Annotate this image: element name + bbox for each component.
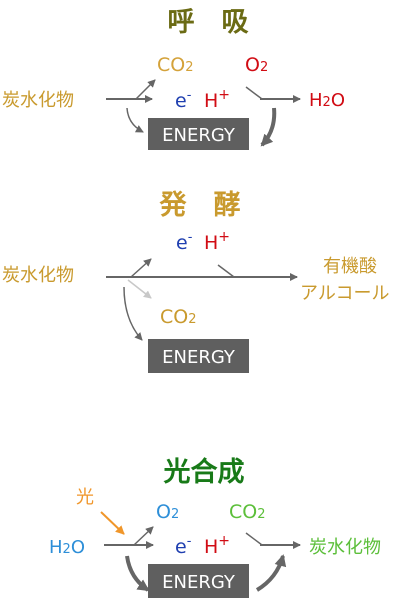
respiration-energy-label: ENERGY xyxy=(162,125,236,146)
photosynthesis-energy-arrow-right xyxy=(255,554,287,592)
respiration-energy-arrow-left xyxy=(126,107,144,133)
fermentation-energy-box xyxy=(148,339,249,373)
photosynthesis-energy-box xyxy=(148,564,249,598)
photosynthesis-energy-arrow-left xyxy=(125,555,150,592)
photosynthesis-title: 光合成 xyxy=(163,456,245,488)
fermentation-co2-label: CO2 xyxy=(160,306,197,328)
respiration-co2-label: CO2 xyxy=(157,54,194,76)
fermentation-energy-arrow xyxy=(123,286,143,341)
photosynthesis-co2-entry-line xyxy=(245,532,263,546)
respiration-o2-entry-line xyxy=(245,86,263,100)
fermentation-co2-arrow xyxy=(127,279,152,299)
fermentation-product-line2: アルコール xyxy=(300,283,389,304)
respiration-energy-arrow-right xyxy=(260,107,277,147)
fermentation-section: 発 酵 e- H+ 炭水化物 有機酸 アルコール CO2 ENERGY xyxy=(2,190,389,373)
photosynthesis-light-arrow xyxy=(100,511,125,535)
photosynthesis-energy-label: ENERGY xyxy=(162,572,236,593)
photosynthesis-proton-label: H+ xyxy=(204,533,230,558)
fermentation-electron-branch xyxy=(130,258,152,278)
fermentation-proton-label: H+ xyxy=(204,229,230,254)
respiration-input-label: 炭水化物 xyxy=(2,90,74,111)
respiration-electron-label: e- xyxy=(175,88,192,112)
fermentation-input-label: 炭水化物 xyxy=(2,265,74,286)
photosynthesis-o2-arrow xyxy=(133,526,154,546)
respiration-proton-label: H+ xyxy=(204,87,230,112)
respiration-o2-label: O2 xyxy=(245,54,268,76)
photosynthesis-light-label: 光 xyxy=(76,487,94,508)
respiration-co2-arrow xyxy=(135,79,156,100)
respiration-title: 呼 吸 xyxy=(168,7,249,38)
photosynthesis-o2-label: O2 xyxy=(156,501,179,523)
fermentation-electron-label: e- xyxy=(176,230,193,254)
respiration-product-label: H2O xyxy=(309,90,345,111)
fermentation-title: 発 酵 xyxy=(159,190,241,221)
photosynthesis-input-label: H2O xyxy=(49,537,85,558)
fermentation-product-line1: 有機酸 xyxy=(323,256,377,277)
fermentation-energy-label: ENERGY xyxy=(162,347,236,368)
fermentation-reentry-line xyxy=(217,264,235,278)
respiration-energy-box xyxy=(148,118,249,150)
respiration-section: 呼 吸 炭水化物 CO2 O2 e- H+ H2O ENERGY xyxy=(2,7,345,150)
photosynthesis-section: 光合成 光 O2 CO2 H2O e- H+ 炭水化物 ENERGY xyxy=(49,456,381,598)
photosynthesis-co2-label: CO2 xyxy=(229,501,266,523)
photosynthesis-product-label: 炭水化物 xyxy=(309,537,381,558)
photosynthesis-electron-label: e- xyxy=(175,534,192,558)
